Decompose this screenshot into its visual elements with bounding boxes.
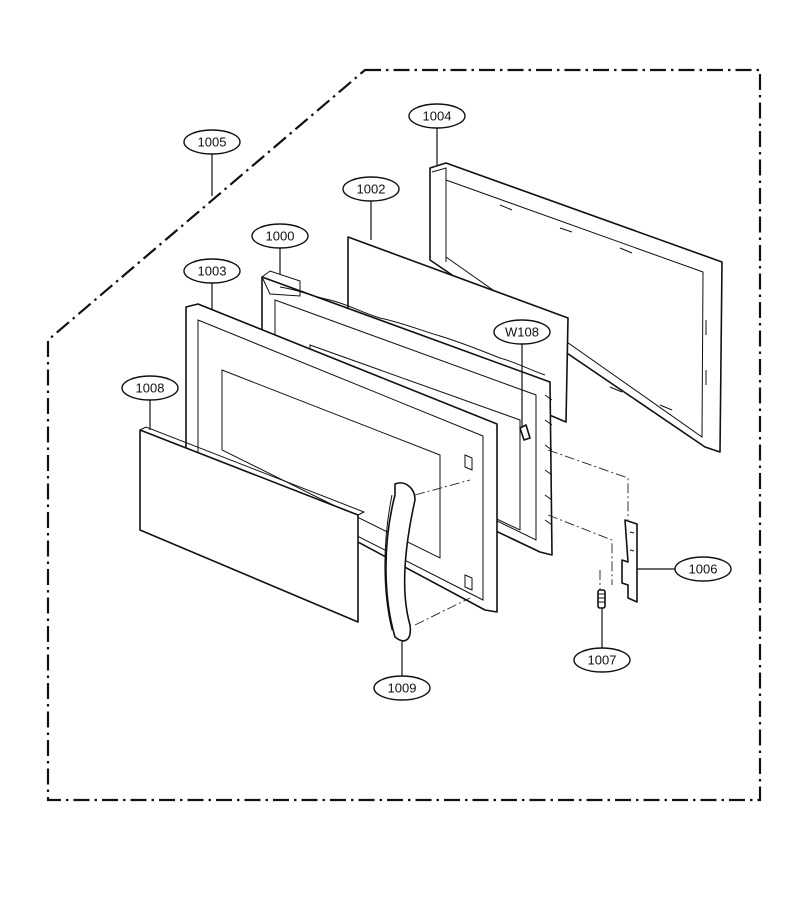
callout-1006: 1006 [674, 556, 732, 582]
callout-1007: 1007 [573, 647, 631, 673]
callout-1005: 1005 [183, 129, 241, 155]
svg-text:1002: 1002 [357, 182, 386, 197]
callout-1000: 1000 [251, 223, 309, 249]
callout-1003: 1003 [183, 258, 241, 284]
part-1006-latch-hook [621, 519, 638, 603]
part-w108-screw [519, 424, 531, 441]
assembly-boundary [46, 68, 762, 802]
leader-lines [149, 128, 675, 676]
part-1004-door-frame [429, 162, 723, 453]
part-1008-front-glass [139, 426, 366, 623]
svg-text:W108: W108 [505, 325, 539, 340]
callout-1004: 1004 [408, 103, 466, 129]
callout-1009: 1009 [373, 675, 431, 701]
svg-text:1008: 1008 [136, 381, 165, 396]
svg-text:1005: 1005 [198, 135, 227, 150]
svg-text:1000: 1000 [266, 229, 295, 244]
callout-1002: 1002 [342, 176, 400, 202]
svg-text:1007: 1007 [588, 653, 617, 668]
svg-text:1004: 1004 [423, 109, 452, 124]
assembly-lines [414, 449, 629, 626]
svg-text:1003: 1003 [198, 264, 227, 279]
svg-text:1006: 1006 [689, 562, 718, 577]
callout-w108: W108 [493, 319, 551, 345]
callout-1008: 1008 [121, 375, 179, 401]
part-1007-spring [597, 589, 606, 609]
part-1009-handle [384, 482, 416, 642]
svg-text:1009: 1009 [388, 681, 417, 696]
